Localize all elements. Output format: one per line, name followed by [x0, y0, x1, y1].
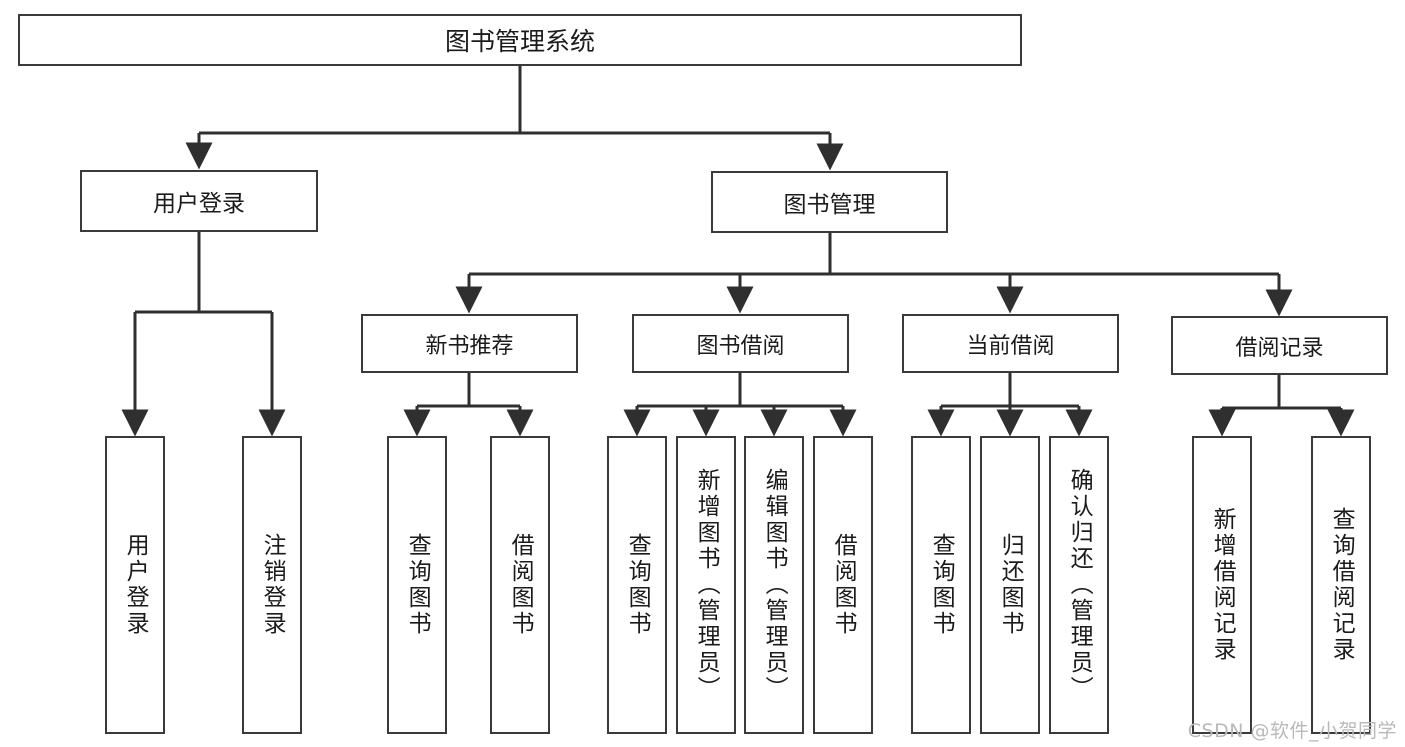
- leaf-add-book-admin[interactable]: 新增图书（管理员）: [676, 436, 736, 734]
- leaf-confirm-return-admin[interactable]: 确认归还（管理员）: [1049, 436, 1109, 734]
- node-label: 查询图书: [928, 533, 955, 637]
- node-label: 图书管理系统: [444, 27, 595, 56]
- node-borrow-record[interactable]: 借阅记录: [1171, 316, 1388, 375]
- node-label: 归还图书: [997, 533, 1024, 637]
- leaf-logout-login[interactable]: 注销登录: [242, 436, 302, 734]
- node-label: 借阅图书: [830, 533, 857, 637]
- node-current-borrow[interactable]: 当前借阅: [902, 314, 1119, 373]
- leaf-borrow-book-borrow[interactable]: 借阅图书: [813, 436, 873, 734]
- leaf-query-book-recommend[interactable]: 查询图书: [387, 436, 447, 734]
- node-new-book-recommend[interactable]: 新书推荐: [361, 314, 578, 373]
- node-label: 查询借阅记录: [1328, 507, 1355, 663]
- node-label: 用户登录: [122, 533, 149, 637]
- leaf-user-login[interactable]: 用户登录: [105, 436, 165, 734]
- node-label: 编辑图书（管理员）: [761, 468, 788, 702]
- node-book-management-system[interactable]: 图书管理系统: [18, 14, 1022, 66]
- node-label: 注销登录: [259, 533, 286, 637]
- leaf-add-borrow-record[interactable]: 新增借阅记录: [1192, 436, 1252, 734]
- node-label: 当前借阅: [966, 333, 1055, 359]
- leaf-return-book[interactable]: 归还图书: [980, 436, 1040, 734]
- node-label: 用户登录: [153, 191, 245, 217]
- node-label: 查询图书: [624, 533, 651, 637]
- node-book-manage[interactable]: 图书管理: [711, 171, 948, 233]
- node-label: 新书推荐: [425, 333, 514, 359]
- leaf-query-book-borrow[interactable]: 查询图书: [607, 436, 667, 734]
- node-label: 新增图书（管理员）: [693, 468, 720, 702]
- watermark-text: CSDN @软件_小贺同学: [1187, 720, 1397, 742]
- node-user-login[interactable]: 用户登录: [80, 170, 318, 232]
- node-label: 查询图书: [404, 533, 431, 637]
- leaf-query-book-current[interactable]: 查询图书: [911, 436, 971, 734]
- leaf-query-borrow-record[interactable]: 查询借阅记录: [1311, 436, 1371, 734]
- node-label: 借阅图书: [507, 533, 534, 637]
- node-label: 确认归还（管理员）: [1066, 468, 1093, 702]
- node-label: 图书借阅: [696, 333, 785, 359]
- node-label: 新增借阅记录: [1209, 507, 1236, 663]
- leaf-edit-book-admin[interactable]: 编辑图书（管理员）: [744, 436, 804, 734]
- node-label: 图书管理: [783, 192, 876, 218]
- node-book-borrow[interactable]: 图书借阅: [632, 314, 849, 373]
- leaf-borrow-book-recommend[interactable]: 借阅图书: [490, 436, 550, 734]
- node-label: 借阅记录: [1235, 335, 1324, 361]
